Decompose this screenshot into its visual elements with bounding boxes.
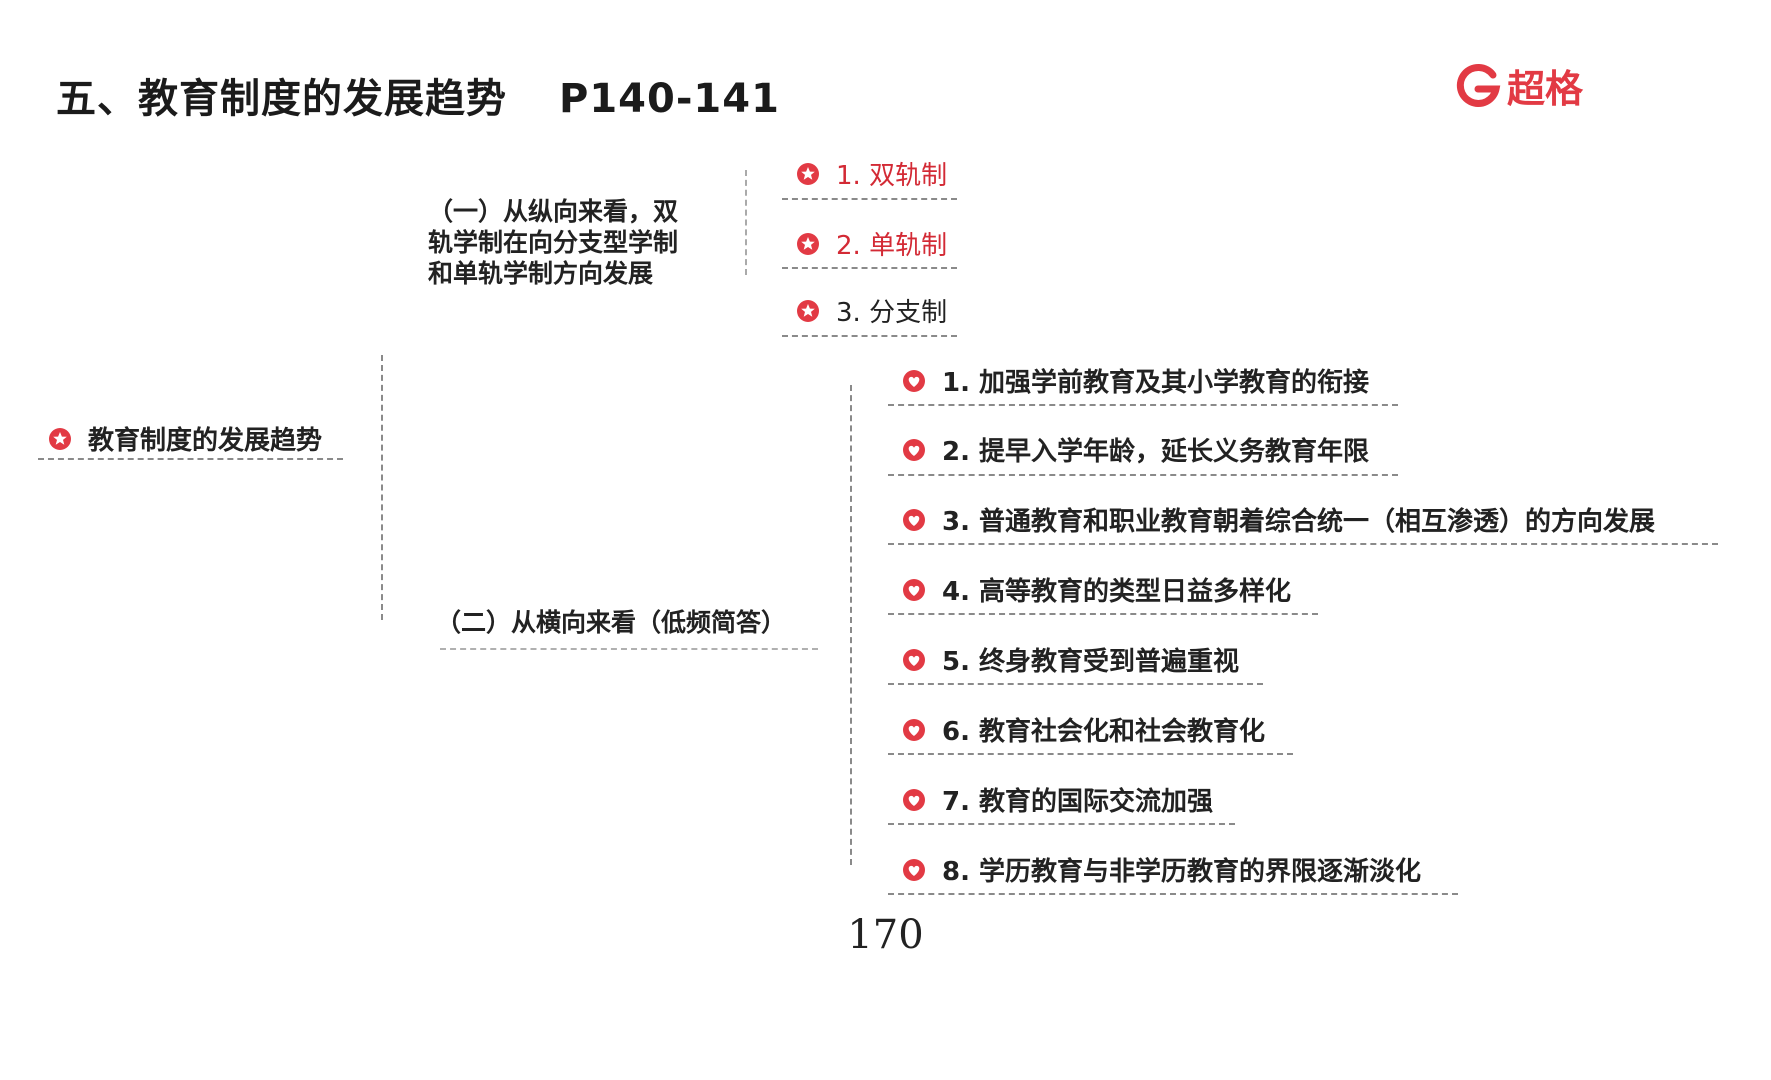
star-badge-icon xyxy=(797,162,819,185)
brand-logo: 超格 xyxy=(1455,58,1583,113)
heart-icon xyxy=(903,858,925,881)
branch2-item: 6. 教育社会化和社会教育化 xyxy=(902,711,1265,748)
heart-icon xyxy=(903,369,925,392)
branch1-line: （一）从纵向来看，双 xyxy=(428,197,679,226)
title-text: 五、教育制度的发展趋势 xyxy=(56,76,507,122)
branch1-item: 2. 单轨制 xyxy=(796,225,947,262)
branch1-connector xyxy=(745,170,747,275)
branch2-item-label: 3. 普通教育和职业教育朝着综合统一（相互渗透）的方向发展 xyxy=(942,507,1656,537)
branch1-item-label: 3. 分支制 xyxy=(836,298,948,328)
heart-icon xyxy=(903,718,925,741)
branch1-item-label: 1. 双轨制 xyxy=(836,161,948,191)
star-badge-icon xyxy=(797,232,819,255)
branch2-connector xyxy=(850,385,852,865)
branch2-item: 8. 学历教育与非学历教育的界限逐渐淡化 xyxy=(902,851,1421,888)
branch2-underline xyxy=(440,648,818,650)
page-reference: P140-141 xyxy=(559,76,780,122)
item-underline xyxy=(782,198,957,200)
item-underline xyxy=(888,404,1398,406)
branch2-item-label: 8. 学历教育与非学历教育的界限逐渐淡化 xyxy=(942,857,1422,887)
item-underline xyxy=(888,474,1398,476)
branch2-item-label: 2. 提早入学年龄，延长义务教育年限 xyxy=(942,437,1370,467)
root-underline xyxy=(38,458,343,460)
root-node: 教育制度的发展趋势 xyxy=(48,420,322,457)
branch1-item: 3. 分支制 xyxy=(796,292,947,329)
item-underline xyxy=(888,683,1263,685)
logo-text: 超格 xyxy=(1507,67,1584,111)
star-badge-icon xyxy=(797,299,819,322)
item-underline xyxy=(888,893,1458,895)
branch2-label: （二）从横向来看（低频简答） xyxy=(436,608,787,637)
branch1-item: 1. 双轨制 xyxy=(796,155,947,192)
branch2-item-label: 4. 高等教育的类型日益多样化 xyxy=(942,577,1292,607)
branch2-item: 7. 教育的国际交流加强 xyxy=(902,781,1213,818)
heart-icon xyxy=(903,578,925,601)
branch2-item: 4. 高等教育的类型日益多样化 xyxy=(902,571,1291,608)
heart-icon xyxy=(903,788,925,811)
branch2-item: 1. 加强学前教育及其小学教育的衔接 xyxy=(902,362,1369,399)
root-label: 教育制度的发展趋势 xyxy=(88,426,323,456)
branch1-line: 轨学制在向分支型学制 xyxy=(428,228,679,257)
branch2-item-label: 6. 教育社会化和社会教育化 xyxy=(942,717,1266,747)
branch2-item: 5. 终身教育受到普遍重视 xyxy=(902,641,1239,678)
branch2-item-label: 5. 终身教育受到普遍重视 xyxy=(942,647,1240,677)
root-connector xyxy=(381,355,383,620)
branch1-label: （一）从纵向来看，双 轨学制在向分支型学制 和单轨学制方向发展 xyxy=(428,196,678,289)
branch1-line: 和单轨学制方向发展 xyxy=(428,259,654,288)
branch2-item: 3. 普通教育和职业教育朝着综合统一（相互渗透）的方向发展 xyxy=(902,501,1655,538)
item-underline xyxy=(888,823,1235,825)
logo-g-icon xyxy=(1456,63,1501,107)
heart-icon xyxy=(903,438,925,461)
item-underline xyxy=(888,543,1718,545)
item-underline xyxy=(888,613,1318,615)
page-title: 五、教育制度的发展趋势 P140-141 xyxy=(56,66,780,124)
page-number: 170 xyxy=(847,912,924,958)
heart-icon xyxy=(903,648,925,671)
star-badge-icon xyxy=(49,427,71,450)
item-underline xyxy=(888,753,1293,755)
branch1-item-label: 2. 单轨制 xyxy=(836,231,948,261)
branch2-item-label: 1. 加强学前教育及其小学教育的衔接 xyxy=(942,368,1370,398)
item-underline xyxy=(782,267,957,269)
branch2-item-label: 7. 教育的国际交流加强 xyxy=(942,787,1214,817)
item-underline xyxy=(782,335,957,337)
heart-icon xyxy=(903,508,925,531)
branch2-item: 2. 提早入学年龄，延长义务教育年限 xyxy=(902,431,1369,468)
